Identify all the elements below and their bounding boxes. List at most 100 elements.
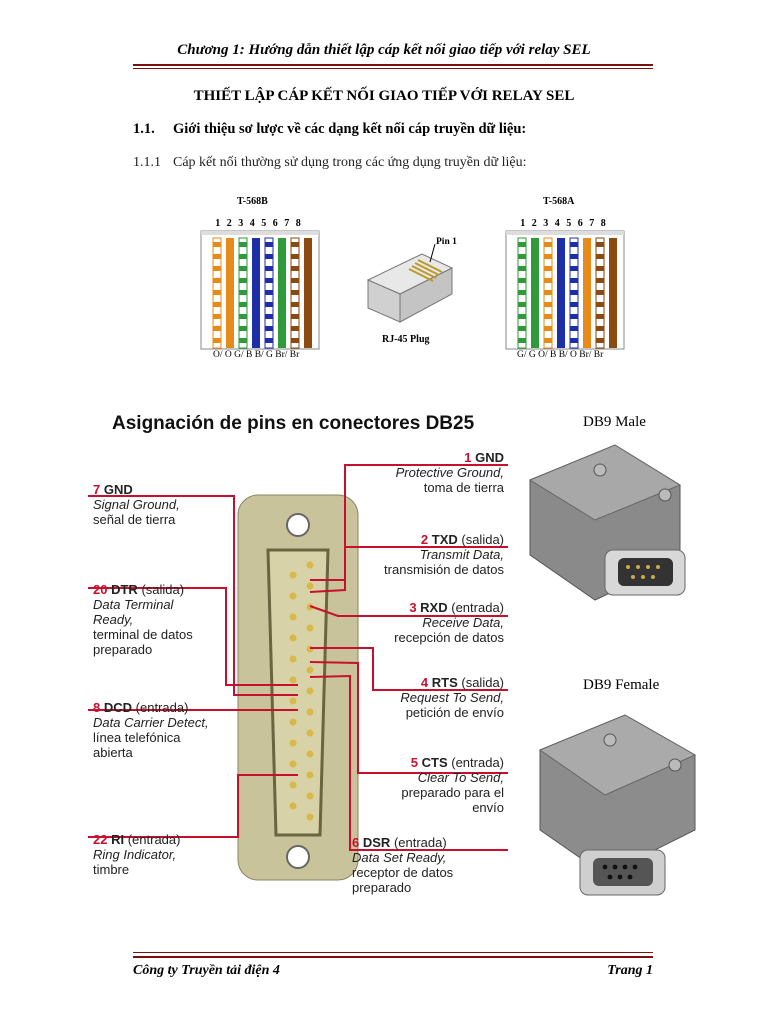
wire-stripe (239, 254, 247, 259)
plug-pin1-label: Pin 1 (436, 237, 457, 247)
wire-stripe (291, 302, 299, 307)
wire-stripe (570, 278, 578, 283)
db25-pin (306, 561, 314, 569)
t568a-wire-labels: G/ G O/ B B/ O Br/ Br (517, 350, 604, 360)
pin-5-label: 5 CTS (entrada) Clear To Send, preparado… (401, 755, 504, 815)
wire-stripe (239, 314, 247, 319)
wire-stripe (570, 290, 578, 295)
wire-stripe (213, 242, 221, 247)
db25-pin (306, 666, 314, 674)
section-title: Cáp kết nối thường sử dụng trong các ứng… (173, 155, 527, 170)
section-number: 1.1. (133, 121, 155, 137)
wire-stripe (518, 254, 526, 259)
wire-stripe (544, 338, 552, 343)
wire-4 (252, 238, 260, 348)
pin-6-label: 6 DSR (entrada) Data Set Ready, receptor… (352, 835, 454, 895)
wire-stripe (239, 338, 247, 343)
db25-pin (306, 729, 314, 737)
wire-stripe (544, 278, 552, 283)
wire-stripe (265, 254, 273, 259)
wire-4 (557, 238, 565, 348)
db25-pin (306, 582, 314, 590)
db25-pin (306, 813, 314, 821)
wire-8 (609, 238, 617, 348)
pin-4-label: 4 RTS (salida) Request To Send, petición… (400, 675, 504, 720)
chapter-header: Chương 1: Hướng dẫn thiết lập cáp kết nố… (177, 42, 591, 58)
wire-stripe (596, 326, 604, 331)
header-rule (133, 64, 653, 66)
wire-stripe (570, 314, 578, 319)
db25-pin (289, 760, 297, 768)
db25-title: Asignación de pins en conectores DB25 (112, 413, 475, 434)
pin-2-label: 2 TXD (salida) Transmit Data, transmisió… (384, 532, 504, 577)
wire-stripe (213, 302, 221, 307)
footer-page-number: Trang 1 (607, 963, 653, 978)
wire-stripe (544, 254, 552, 259)
wire-6 (583, 238, 591, 348)
db9-male-image (528, 444, 686, 601)
wire-stripe (518, 302, 526, 307)
wire-stripe (518, 314, 526, 319)
db25-pin (289, 781, 297, 789)
pin-8-label: 8 DCD (entrada) Data Carrier Detect, lín… (93, 700, 209, 760)
wire-stripe (265, 242, 273, 247)
wire-2 (226, 238, 234, 348)
db25-pin (306, 750, 314, 758)
pin-20-label: 20 DTR (salida) Data Terminal Ready, ter… (93, 582, 193, 657)
footer-rule-thin (133, 952, 653, 953)
wire-stripe (291, 266, 299, 271)
db25-pin (306, 792, 314, 800)
db9-female-caption: DB9 Female (583, 677, 660, 693)
pin-3-label: 3 RXD (entrada) Receive Data, recepción … (394, 600, 504, 645)
wire-stripe (596, 266, 604, 271)
wire-stripe (544, 314, 552, 319)
wire-stripe (213, 338, 221, 343)
wire-stripe (518, 338, 526, 343)
wire-stripe (239, 326, 247, 331)
wire-stripe (239, 290, 247, 295)
t568a-wiring-diagram (505, 230, 625, 350)
wire-stripe (265, 326, 273, 331)
wire-stripe (518, 290, 526, 295)
t568b-wiring-diagram (200, 230, 320, 350)
pin-22-label: 22 RI (entrada) Ring Indicator, timbre (93, 832, 181, 877)
wire-stripe (239, 266, 247, 271)
wire-stripe (518, 278, 526, 283)
wire-stripe (518, 242, 526, 247)
wire-stripe (239, 302, 247, 307)
wire-stripe (570, 302, 578, 307)
db25-pin (289, 613, 297, 621)
db25-pin (306, 624, 314, 632)
db25-pin (289, 571, 297, 579)
wire-stripe (291, 326, 299, 331)
wire-stripe (291, 290, 299, 295)
section-heading-1-1: 1.1. Giới thiệu sơ lược về các dạng kết n… (133, 121, 526, 138)
wire-stripe (596, 338, 604, 343)
wire-stripe (596, 290, 604, 295)
wire-stripe (265, 314, 273, 319)
wire-stripe (213, 326, 221, 331)
wire-stripe (596, 254, 604, 259)
db9-male-caption: DB9 Male (583, 414, 646, 430)
wire-stripe (518, 266, 526, 271)
db25-pin (289, 802, 297, 810)
wire-stripe (544, 266, 552, 271)
pin-7-label: 7 GND Signal Ground, señal de tierra (93, 482, 180, 527)
wire-stripe (544, 326, 552, 331)
wire-8 (304, 238, 312, 348)
wire-stripe (265, 266, 273, 271)
section-title: Giới thiệu sơ lược về các dạng kết nối c… (173, 121, 527, 137)
wire-stripe (544, 242, 552, 247)
wire-stripe (596, 302, 604, 307)
wire-stripe (213, 254, 221, 259)
wire-stripe (518, 326, 526, 331)
wire-2 (531, 238, 539, 348)
wire-stripe (570, 254, 578, 259)
plug-caption: RJ-45 Plug (382, 334, 430, 345)
footer-company: Công ty Truyền tải điện 4 (133, 963, 280, 978)
db25-pin (289, 718, 297, 726)
wire-stripe (265, 290, 273, 295)
wire-stripe (239, 242, 247, 247)
